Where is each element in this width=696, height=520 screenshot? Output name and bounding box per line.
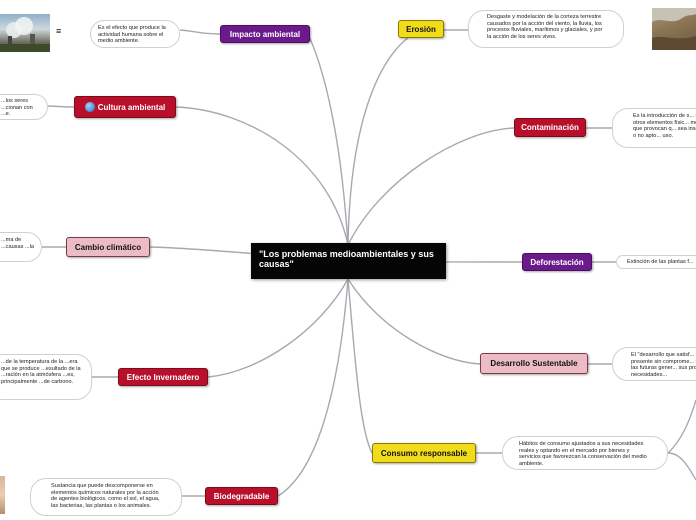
desc-desarrollo-sustentable: El "desarrollo que satisf... presente si… <box>612 347 696 381</box>
desc-biodegradable: Sustancia que puede descomponerse en ele… <box>30 478 182 516</box>
central-topic-title: "Los problemas medioambientales y sus ca… <box>259 249 434 269</box>
desc-erosion: Desgaste y modelación de la corteza terr… <box>468 10 624 48</box>
topic-deforestacion[interactable]: Deforestación <box>522 253 592 271</box>
topic-efecto-invernadero[interactable]: Efecto Invernadero <box>118 368 208 386</box>
desc-impacto-ambiental: Es el efecto que produce la actividad hu… <box>90 20 180 48</box>
central-topic[interactable]: "Los problemas medioambientales y sus ca… <box>251 243 446 279</box>
desc-cambio-climatico: ...ma de ...causas ...la <box>0 232 42 262</box>
menu-icon[interactable]: ≡ <box>56 26 62 36</box>
topic-contaminacion[interactable]: Contaminación <box>514 118 586 137</box>
topic-cambio-climatico[interactable]: Cambio climático <box>66 237 150 257</box>
smoke-pollution-thumbnail <box>0 14 50 52</box>
desc-efecto-invernadero: ...de la temperatura de la ...era que se… <box>0 354 92 400</box>
topic-biodegradable[interactable]: Biodegradable <box>205 487 278 505</box>
desc-contaminacion: Es la introducción de s... u otros eleme… <box>612 108 696 148</box>
erosion-landscape-thumbnail <box>652 8 696 50</box>
biodegradable-thumbnail <box>0 476 5 514</box>
desc-deforestacion: Extinción de las plantas f... <box>616 255 696 269</box>
topic-consumo-responsable[interactable]: Consumo responsable <box>372 443 476 463</box>
desc-consumo-responsable: Hábitos de consumo ajustados a sus neces… <box>502 436 668 470</box>
topic-cultura-ambiental[interactable]: Cultura ambiental <box>74 96 176 118</box>
desc-cultura-ambiental: ...los seres ...cionan con ...e. <box>0 94 48 120</box>
globe-icon <box>84 102 95 112</box>
topic-erosion[interactable]: Erosión <box>398 20 444 38</box>
topic-impacto-ambiental[interactable]: Impacto ambiental <box>220 25 310 43</box>
topic-desarrollo-sustentable[interactable]: Desarrollo Sustentable <box>480 353 588 374</box>
